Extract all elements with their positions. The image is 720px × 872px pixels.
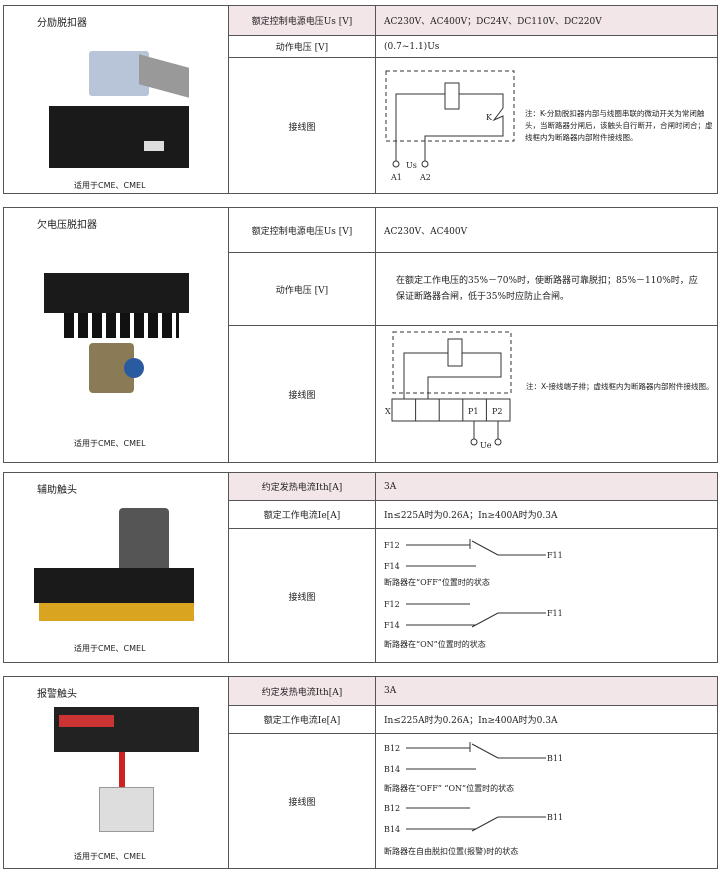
alarm-contact-photo	[54, 707, 204, 837]
wiring-diagram-cell: F12 F11 F14 断路器在“OFF”位置时的状态 F12 F11 F14 …	[376, 529, 717, 663]
spec-value: AC230V、AC400V	[376, 208, 717, 253]
applicability-caption: 适用于CME、CMEL	[74, 852, 146, 861]
svg-text:F14: F14	[384, 562, 400, 571]
svg-text:F11: F11	[547, 609, 563, 618]
svg-text:B14: B14	[384, 825, 400, 834]
undervoltage-wiring-diagram: X P1 P2 Ue	[385, 331, 512, 450]
spec-value: 在额定工作电压的35%－70%时，使断路器可靠脱扣；85%－110%时，应保证断…	[376, 253, 717, 326]
product-title: 欠电压脱扣器	[37, 220, 97, 231]
svg-text:F12: F12	[384, 541, 400, 550]
spec-value: In≤225A时为0.26A；In≥400A时为0.3A	[376, 706, 717, 734]
svg-text:X: X	[385, 407, 391, 416]
spec-value: (0.7~1.1)Us	[376, 36, 717, 58]
product-title: 辅助触头	[37, 485, 77, 496]
auxiliary-contact-diagram: F12 F11 F14 断路器在“OFF”位置时的状态 F12 F11 F14 …	[384, 539, 563, 649]
shunt-release-section: 分励脱扣器 适用于CME、CMEL 额定控制电源电压Us [V] AC230V、…	[3, 5, 718, 194]
svg-text:P1: P1	[468, 407, 478, 416]
normal-state-diagram: B12 B11 B14 断路器在“OFF” “ON”位置时的状态	[384, 742, 563, 793]
product-title: 分励脱扣器	[37, 18, 87, 29]
product-cell: 辅助触头 适用于CME、CMEL	[4, 473, 229, 662]
svg-text:断路器在自由脱扣位置(报警)时的状态: 断路器在自由脱扣位置(报警)时的状态	[384, 846, 518, 856]
spec-label: 额定控制电源电压Us [V]	[229, 208, 376, 253]
alarm-contact-diagram: B12 B11 B14 断路器在“OFF” “ON”位置时的状态 B12 B11…	[384, 742, 563, 856]
spec-label: 约定发热电流Ith[A]	[229, 677, 376, 706]
spec-label: 动作电压 [V]	[229, 253, 376, 326]
auxiliary-contact-section: 辅助触头 适用于CME、CMEL 约定发热电流Ith[A] 3A 额定工作电流I…	[3, 472, 718, 663]
svg-text:B12: B12	[384, 804, 400, 813]
shunt-wiring-diagram: K Us A1 A2	[385, 70, 515, 182]
svg-text:B11: B11	[547, 813, 563, 822]
product-cell: 分励脱扣器 适用于CME、CMEL	[4, 6, 229, 193]
spec-value: 3A	[376, 677, 717, 706]
spec-label: 额定工作电流Ie[A]	[229, 501, 376, 529]
shunt-release-photo	[49, 46, 199, 171]
applicability-caption: 适用于CME、CMEL	[74, 439, 146, 448]
undervoltage-release-photo	[44, 268, 194, 398]
spec-label: 额定控制电源电压Us [V]	[229, 6, 376, 36]
diagram-note: 注：K-分励脱扣器内部与线圈串联的微动开关为常闭触头，当断路器分闸后，该触头自行…	[525, 109, 713, 142]
svg-text:Ue: Ue	[480, 441, 492, 450]
svg-text:断路器在“OFF” “ON”位置时的状态: 断路器在“OFF” “ON”位置时的状态	[384, 783, 514, 793]
applicability-caption: 适用于CME、CMEL	[74, 181, 146, 190]
svg-text:F14: F14	[384, 621, 400, 630]
product-title: 报警触头	[37, 689, 77, 700]
spec-label: 约定发热电流Ith[A]	[229, 473, 376, 501]
svg-text:B11: B11	[547, 754, 563, 763]
product-cell: 报警触头 适用于CME、CMEL	[4, 677, 229, 868]
undervoltage-release-section: 欠电压脱扣器 适用于CME、CMEL 额定控制电源电压Us [V] AC230V…	[3, 207, 718, 463]
spec-label: 接线图	[229, 326, 376, 463]
wiring-diagram-cell: X P1 P2 Ue 注：X-接线端子排；虚线框内为断路器内部附件接线图。	[376, 326, 717, 463]
spec-label: 接线图	[229, 529, 376, 663]
diagram-note: 注：X-接线端子排；虚线框内为断路器内部附件接线图。	[526, 382, 714, 391]
alarm-contact-section: 报警触头 适用于CME、CMEL 约定发热电流Ith[A] 3A 额定工作电流I…	[3, 676, 718, 869]
svg-text:P2: P2	[492, 407, 502, 416]
svg-text:A2: A2	[419, 173, 431, 182]
spec-value: AC230V、AC400V；DC24V、DC110V、DC220V	[376, 6, 717, 36]
svg-text:Us: Us	[406, 161, 417, 170]
wiring-diagram-cell: K Us A1 A2 注：K-分励脱扣器内部与线圈串联的微动开关为常闭触头，当断…	[376, 58, 717, 194]
spec-label: 额定工作电流Ie[A]	[229, 706, 376, 734]
spec-value: 3A	[376, 473, 717, 501]
applicability-caption: 适用于CME、CMEL	[74, 644, 146, 653]
wiring-diagram-cell: B12 B11 B14 断路器在“OFF” “ON”位置时的状态 B12 B11…	[376, 734, 717, 869]
svg-text:B14: B14	[384, 765, 400, 774]
svg-text:断路器在“ON”位置时的状态: 断路器在“ON”位置时的状态	[384, 639, 486, 649]
trip-state-diagram: B12 B11 B14 断路器在自由脱扣位置(报警)时的状态	[384, 804, 563, 856]
auxiliary-contact-photo	[34, 508, 199, 628]
svg-text:F11: F11	[547, 551, 563, 560]
spec-label: 动作电压 [V]	[229, 36, 376, 58]
off-state-diagram: F12 F11 F14 断路器在“OFF”位置时的状态	[384, 539, 563, 587]
svg-text:K: K	[486, 113, 493, 122]
product-cell: 欠电压脱扣器 适用于CME、CMEL	[4, 208, 229, 462]
on-state-diagram: F12 F11 F14 断路器在“ON”位置时的状态	[384, 600, 563, 649]
svg-text:A1: A1	[390, 173, 402, 182]
spec-label: 接线图	[229, 58, 376, 194]
svg-text:B12: B12	[384, 744, 400, 753]
spec-value: In≤225A时为0.26A；In≥400A时为0.3A	[376, 501, 717, 529]
svg-text:F12: F12	[384, 600, 400, 609]
svg-text:断路器在“OFF”位置时的状态: 断路器在“OFF”位置时的状态	[384, 577, 490, 587]
spec-label: 接线图	[229, 734, 376, 869]
